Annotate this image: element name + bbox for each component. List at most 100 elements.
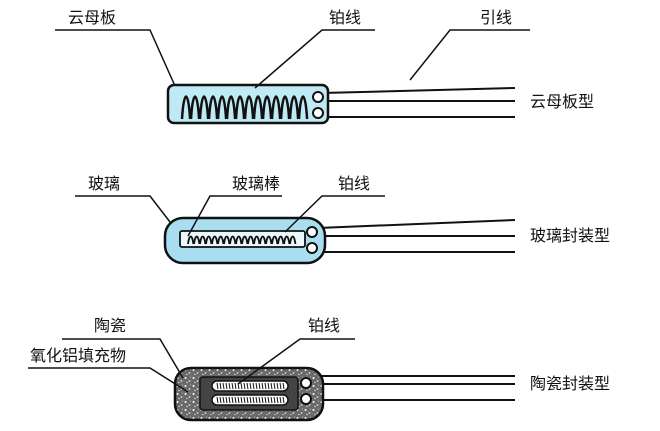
ceramic-type-label: 陶瓷封装型 xyxy=(530,374,611,393)
glass-leader-rod xyxy=(187,195,282,237)
mica-coil-turn-8 xyxy=(252,95,264,120)
mica-coil-turn-6 xyxy=(234,95,246,120)
ceramic-coil-tick-42 xyxy=(273,396,276,404)
ceramic-coil-tick-40 xyxy=(267,396,270,404)
ceramic-coil-tick-26 xyxy=(225,396,228,404)
ceramic-coil-tick-21 xyxy=(279,382,282,390)
glass-coil-turn-8 xyxy=(235,235,243,245)
ceramic-coil-turns xyxy=(216,382,285,404)
ceramic-platinum-label: 铂线 xyxy=(308,316,341,335)
ceramic-leader-ceramic xyxy=(62,338,184,379)
ceramic-coil-tick-43 xyxy=(276,396,279,404)
glass-terminal-bottom xyxy=(306,242,318,254)
mica-coil-turn-11 xyxy=(279,95,291,120)
glass-type-element xyxy=(75,195,516,265)
glass-platinum-coil xyxy=(187,235,297,245)
ceramic-terminal-bottom xyxy=(300,393,312,405)
mica-coil-turn-9 xyxy=(261,95,273,120)
ceramic-coil-tick-5 xyxy=(231,382,234,390)
ceramic-leader-pt xyxy=(237,338,355,385)
glass-coil-turn-16 xyxy=(283,235,291,245)
ceramic-coil-tick-19 xyxy=(273,382,276,390)
ceramic-coil-tick-28 xyxy=(231,396,234,404)
glass-coil-turn-17 xyxy=(289,235,297,245)
ceramic-coil-tick-25 xyxy=(222,396,225,404)
ceramic-coil-tick-10 xyxy=(246,382,249,390)
mica-terminal-top xyxy=(312,91,324,103)
ceramic-label: 陶瓷 xyxy=(94,316,127,335)
glass-coil-turn-6 xyxy=(223,235,231,245)
ceramic-coil-tick-17 xyxy=(267,382,270,390)
ceramic-type-element xyxy=(28,338,515,422)
ceramic-coil-tick-38 xyxy=(261,396,264,404)
glass-coil-turn-5 xyxy=(217,235,225,245)
mica-coil-turn-7 xyxy=(243,95,255,120)
ceramic-coil-tick-20 xyxy=(276,382,279,390)
glass-label: 玻璃 xyxy=(88,174,121,193)
ceramic-coil-tick-37 xyxy=(258,396,261,404)
glass-coil-turn-1 xyxy=(193,235,201,245)
ceramic-terminal-top xyxy=(300,377,312,389)
mica-type-label: 云母板型 xyxy=(530,92,595,111)
ceramic-coil-tick-24 xyxy=(219,396,222,404)
mica-terminal-bottom xyxy=(312,107,324,119)
glass-rod-label: 玻璃棒 xyxy=(232,174,281,193)
ceramic-coil-tick-2 xyxy=(222,382,225,390)
glass-coil-turn-3 xyxy=(205,235,213,245)
mica-platinum-coil xyxy=(180,95,309,120)
ceramic-coil-tick-29 xyxy=(234,396,237,404)
mica-lead-label: 引线 xyxy=(480,8,513,27)
ceramic-coil-tick-13 xyxy=(255,382,258,390)
ceramic-coil-tick-1 xyxy=(219,382,222,390)
ceramic-coil-tick-23 xyxy=(216,396,219,404)
ceramic-coil-tick-39 xyxy=(264,396,267,404)
ceramic-coil-tick-22 xyxy=(282,382,285,390)
mica-coil-turn-12 xyxy=(288,95,300,120)
mica-coil-turn-10 xyxy=(270,95,282,120)
ceramic-coil-tick-36 xyxy=(255,396,258,404)
mica-coil-turn-2 xyxy=(198,95,210,120)
ceramic-leader-filler xyxy=(28,367,189,393)
glass-coil-turn-4 xyxy=(211,235,219,245)
glass-leader-pt xyxy=(284,195,385,233)
glass-coil-turn-9 xyxy=(241,235,249,245)
mica-coil-turn-4 xyxy=(216,95,228,120)
ceramic-coil-tick-31 xyxy=(240,396,243,404)
glass-coil-turn-7 xyxy=(229,235,237,245)
ceramic-coil-tick-9 xyxy=(243,382,246,390)
ceramic-coil-tick-30 xyxy=(237,396,240,404)
ceramic-coil-tick-15 xyxy=(261,382,264,390)
ceramic-coil-tick-35 xyxy=(252,396,255,404)
glass-terminal-top xyxy=(306,226,318,238)
glass-type-label: 玻璃封装型 xyxy=(530,226,611,245)
glass-coil-turn-15 xyxy=(277,235,285,245)
ceramic-filler-label: 氧化铝填充物 xyxy=(30,346,127,365)
mica-leader-pt xyxy=(254,29,375,89)
ceramic-coil-tick-16 xyxy=(264,382,267,390)
ceramic-coil-tick-12 xyxy=(252,382,255,390)
glass-coil-turn-13 xyxy=(265,235,273,245)
ceramic-coil-tick-32 xyxy=(243,396,246,404)
ceramic-coil-tick-33 xyxy=(246,396,249,404)
ceramic-coil-tick-11 xyxy=(249,382,252,390)
mica-coil-turn-13 xyxy=(297,95,309,120)
glass-coil-turn-2 xyxy=(199,235,207,245)
ceramic-coil-tick-6 xyxy=(234,382,237,390)
ceramic-coil-tick-0 xyxy=(216,382,219,390)
glass-leader-glass xyxy=(75,195,171,223)
ceramic-coil-tick-34 xyxy=(249,396,252,404)
ceramic-coil-tick-4 xyxy=(228,382,231,390)
glass-lead-wire-top xyxy=(317,219,516,229)
mica-coil-turn-0 xyxy=(180,95,192,120)
ceramic-coil-tick-44 xyxy=(279,396,282,404)
mica-coil-turn-3 xyxy=(207,95,219,120)
glass-coil-turn-10 xyxy=(247,235,255,245)
glass-coil-turn-14 xyxy=(271,235,279,245)
ceramic-coil-tick-18 xyxy=(270,382,273,390)
ceramic-coil-tick-8 xyxy=(240,382,243,390)
mica-leader-plate xyxy=(55,29,176,87)
glass-coil-turn-12 xyxy=(259,235,267,245)
mica-leader-lead xyxy=(409,29,530,81)
ceramic-coil-tick-14 xyxy=(258,382,261,390)
